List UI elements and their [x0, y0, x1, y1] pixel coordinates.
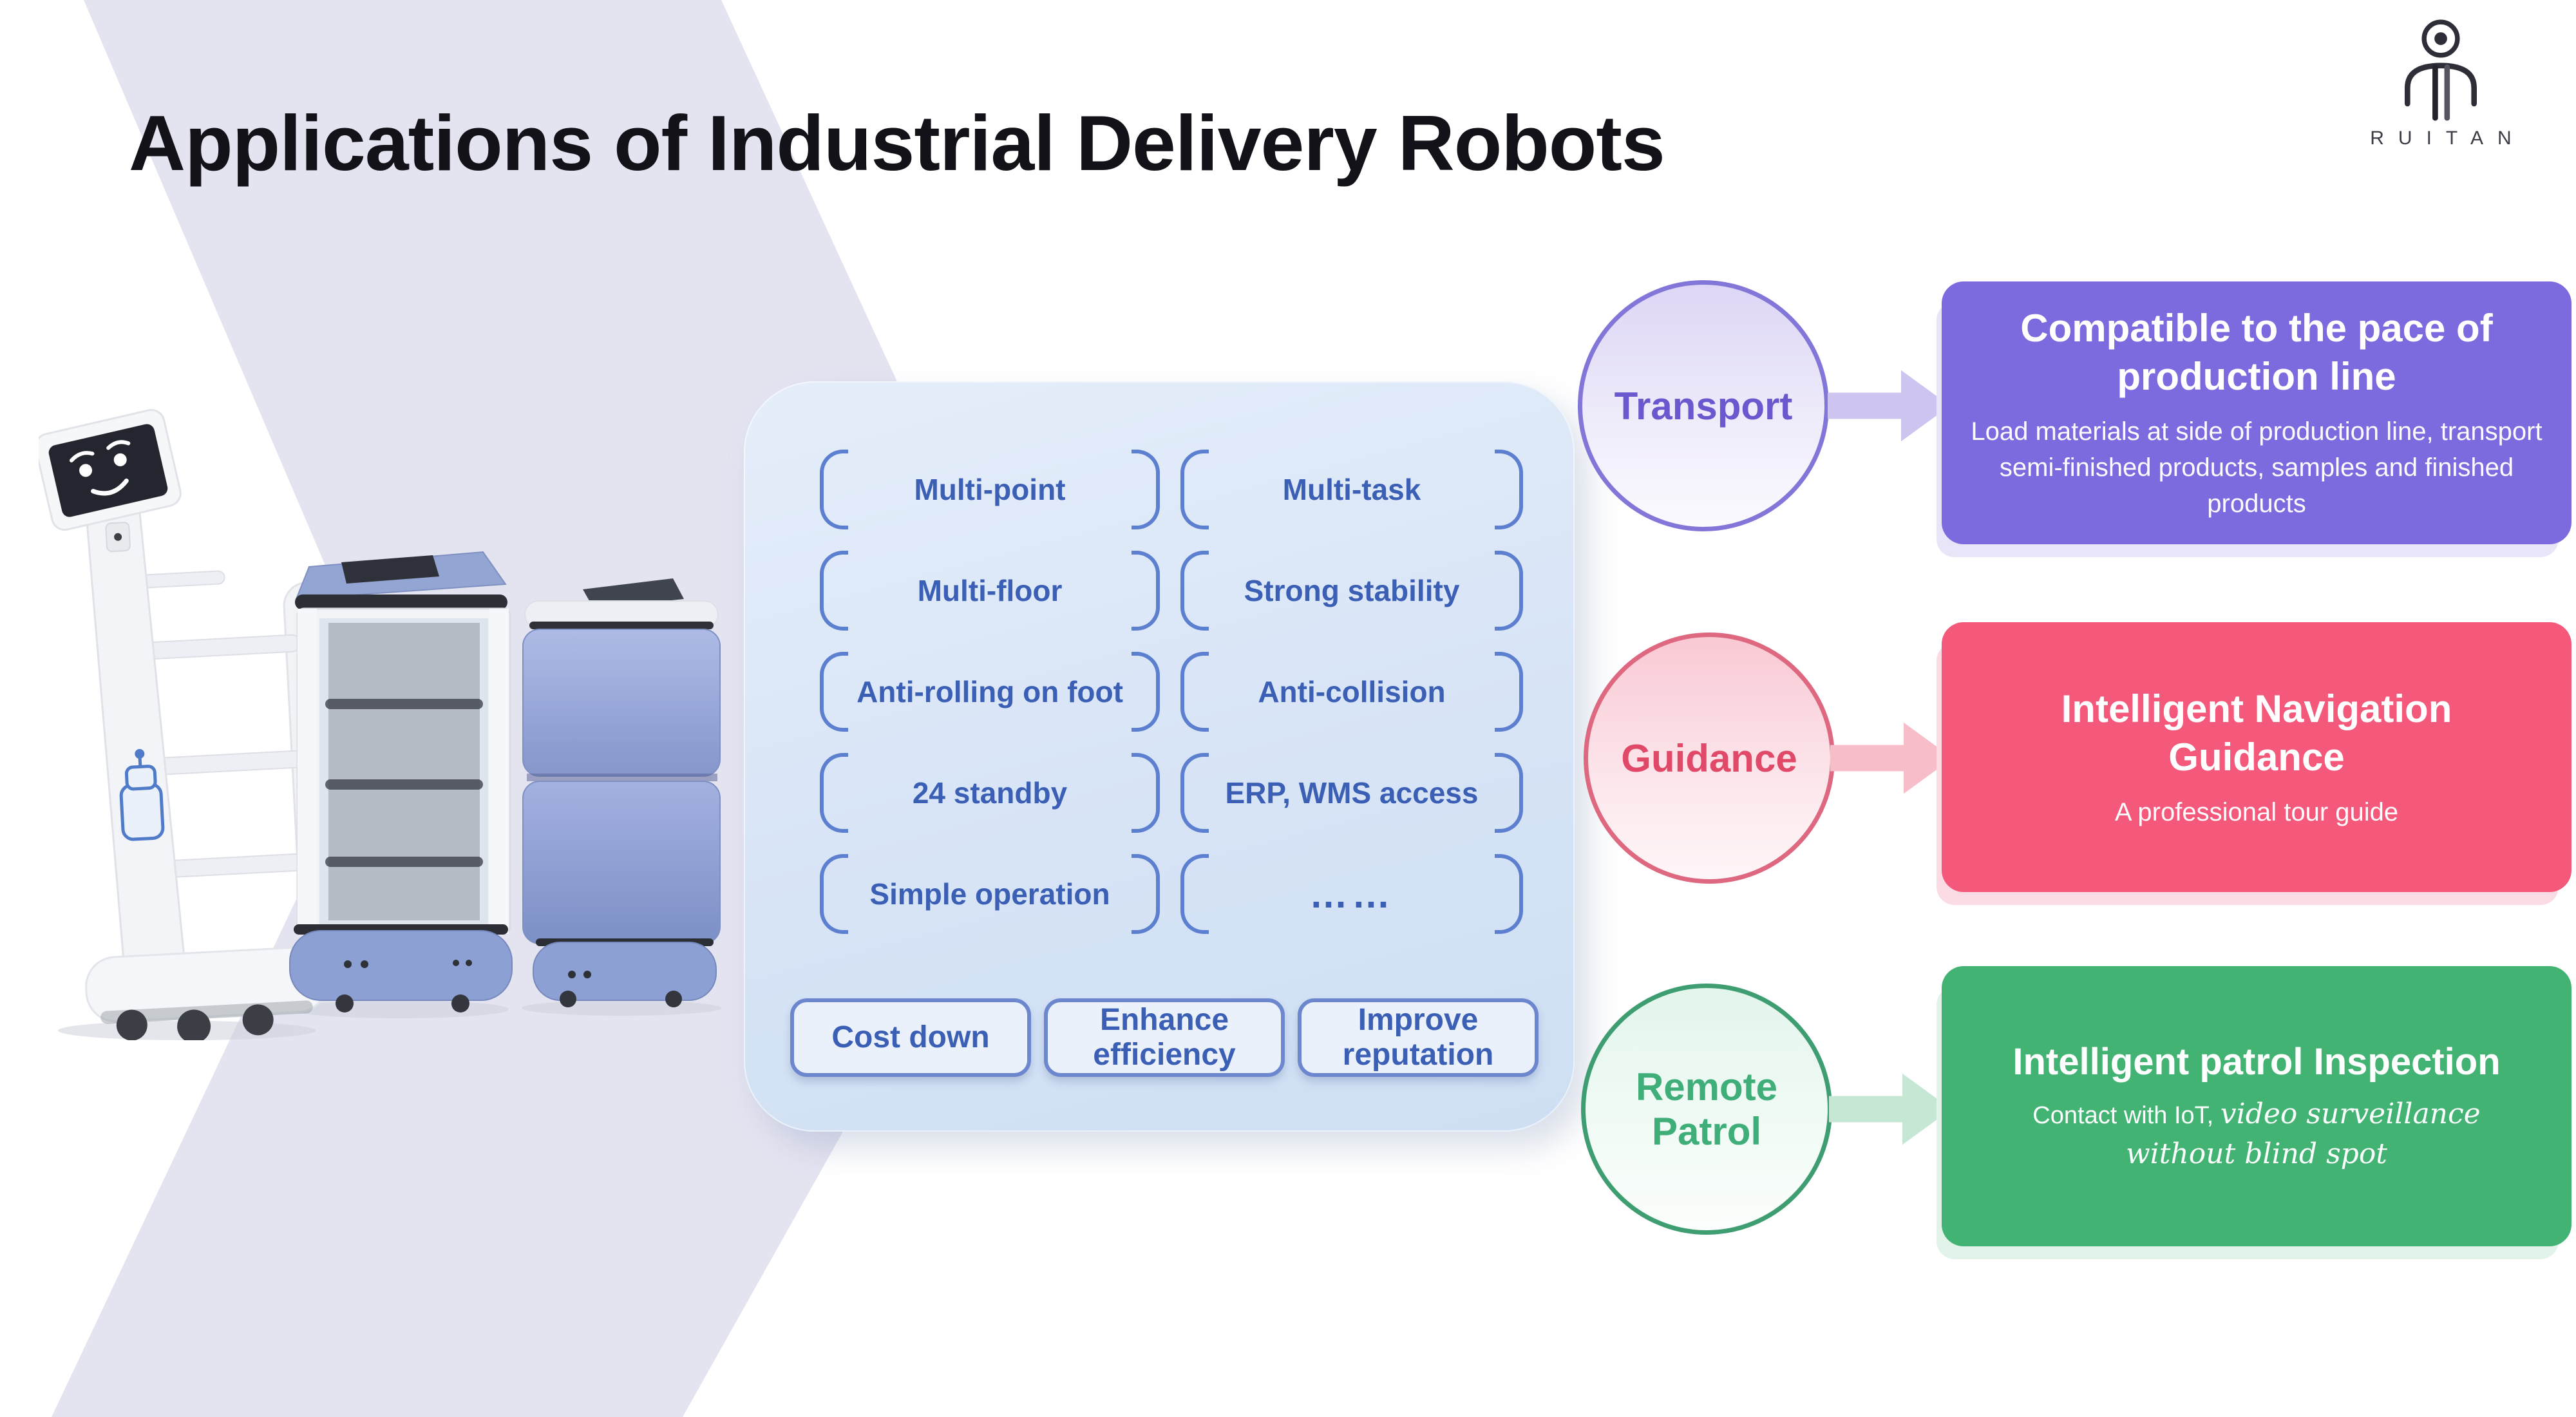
- transport-arrow-icon: [1828, 370, 1950, 442]
- brand-name: RUITAN: [2370, 128, 2526, 149]
- page-title: Applications of Industrial Delivery Robo…: [129, 99, 1665, 187]
- feature-pill-multi-floor: Multi-floor: [820, 551, 1160, 631]
- robot-glass-cabinet: [289, 551, 513, 1013]
- feature-label: Multi-task: [1282, 473, 1421, 506]
- benefit-label: Enhance efficiency: [1093, 1003, 1236, 1072]
- feature-label: Anti-rolling on foot: [857, 675, 1123, 708]
- benefits-row: Cost down Enhance efficiency Improve rep…: [790, 998, 1539, 1077]
- remote-patrol-circle-label: Remote Patrol: [1635, 1065, 1778, 1153]
- remote-patrol-circle: Remote Patrol: [1581, 984, 1832, 1235]
- feature-pill-anti-rolling: Anti-rolling on foot: [820, 652, 1160, 732]
- feature-pill-ellipsis: ……: [1180, 854, 1523, 934]
- robot-shadow: [290, 1000, 509, 1018]
- feature-label: Multi-floor: [917, 574, 1063, 607]
- feature-label: Simple operation: [869, 877, 1110, 911]
- guidance-circle: Guidance: [1584, 632, 1835, 884]
- transport-box: Compatible to the pace of production lin…: [1942, 281, 2571, 544]
- robot-face-screen: [39, 409, 182, 531]
- remote-body-prefix: Contact with IoT,: [2032, 1102, 2221, 1130]
- feature-label: Strong stability: [1244, 574, 1460, 607]
- remote-patrol-box-body: Contact with IoT, video surveillance wit…: [1993, 1094, 2521, 1174]
- features-column-1: Multi-point Multi-floor Anti-rolling on …: [820, 450, 1160, 955]
- guidance-circle-label: Guidance: [1621, 736, 1797, 780]
- remote-body-script: video surveillance without blind spot: [2126, 1098, 2481, 1170]
- feature-label: Multi-point: [914, 473, 1066, 506]
- mascot-sketch: [119, 748, 165, 841]
- guidance-box: Intelligent Navigation Guidance A profes…: [1942, 622, 2571, 892]
- feature-pill-erp-wms: ERP, WMS access: [1180, 753, 1523, 833]
- brand-logo: RUITAN: [2344, 18, 2537, 149]
- feature-label: 24 standby: [912, 776, 1068, 810]
- transport-circle: Transport: [1578, 280, 1829, 531]
- feature-pill-multi-point: Multi-point: [820, 450, 1160, 529]
- features-column-2: Multi-task Strong stability Anti-collisi…: [1180, 450, 1523, 955]
- robot-twin-bin: [522, 578, 721, 1007]
- benefit-improve-reputation: Improve reputation: [1298, 998, 1539, 1077]
- features-panel: Multi-point Multi-floor Anti-rolling on …: [744, 381, 1575, 1132]
- feature-label: ERP, WMS access: [1225, 776, 1479, 810]
- remote-patrol-box-title: Intelligent patrol Inspection: [2012, 1040, 2501, 1083]
- transport-box-title: Compatible to the pace of production lin…: [2020, 307, 2493, 398]
- feature-pill-anti-collision: Anti-collision: [1180, 652, 1523, 732]
- transport-circle-label: Transport: [1614, 384, 1793, 428]
- transport-box-body: Load materials at side of production lin…: [1971, 417, 2543, 518]
- benefit-enhance-efficiency: Enhance efficiency: [1044, 998, 1285, 1077]
- remote-patrol-box: Intelligent patrol Inspection Contact wi…: [1942, 966, 2571, 1246]
- benefit-label: Improve reputation: [1342, 1003, 1494, 1072]
- benefit-label: Cost down: [831, 1020, 990, 1055]
- guidance-box-body: A professional tour guide: [2114, 797, 2399, 826]
- robot-shadow: [522, 1000, 721, 1016]
- person-icon: [2405, 19, 2477, 121]
- guidance-box-title: Intelligent Navigation Guidance: [2061, 687, 2452, 779]
- guidance-arrow-icon: [1830, 722, 1953, 794]
- feature-label: Anti-collision: [1258, 675, 1446, 708]
- feature-pill-simple-operation: Simple operation: [820, 854, 1160, 934]
- remote-patrol-arrow-icon: [1829, 1073, 1951, 1145]
- feature-pill-multi-task: Multi-task: [1180, 450, 1523, 529]
- robots-illustration: [39, 409, 721, 1040]
- benefit-cost-down: Cost down: [790, 998, 1031, 1077]
- feature-pill-24-standby: 24 standby: [820, 753, 1160, 833]
- feature-pill-strong-stability: Strong stability: [1180, 551, 1523, 631]
- feature-label: ……: [1309, 872, 1394, 916]
